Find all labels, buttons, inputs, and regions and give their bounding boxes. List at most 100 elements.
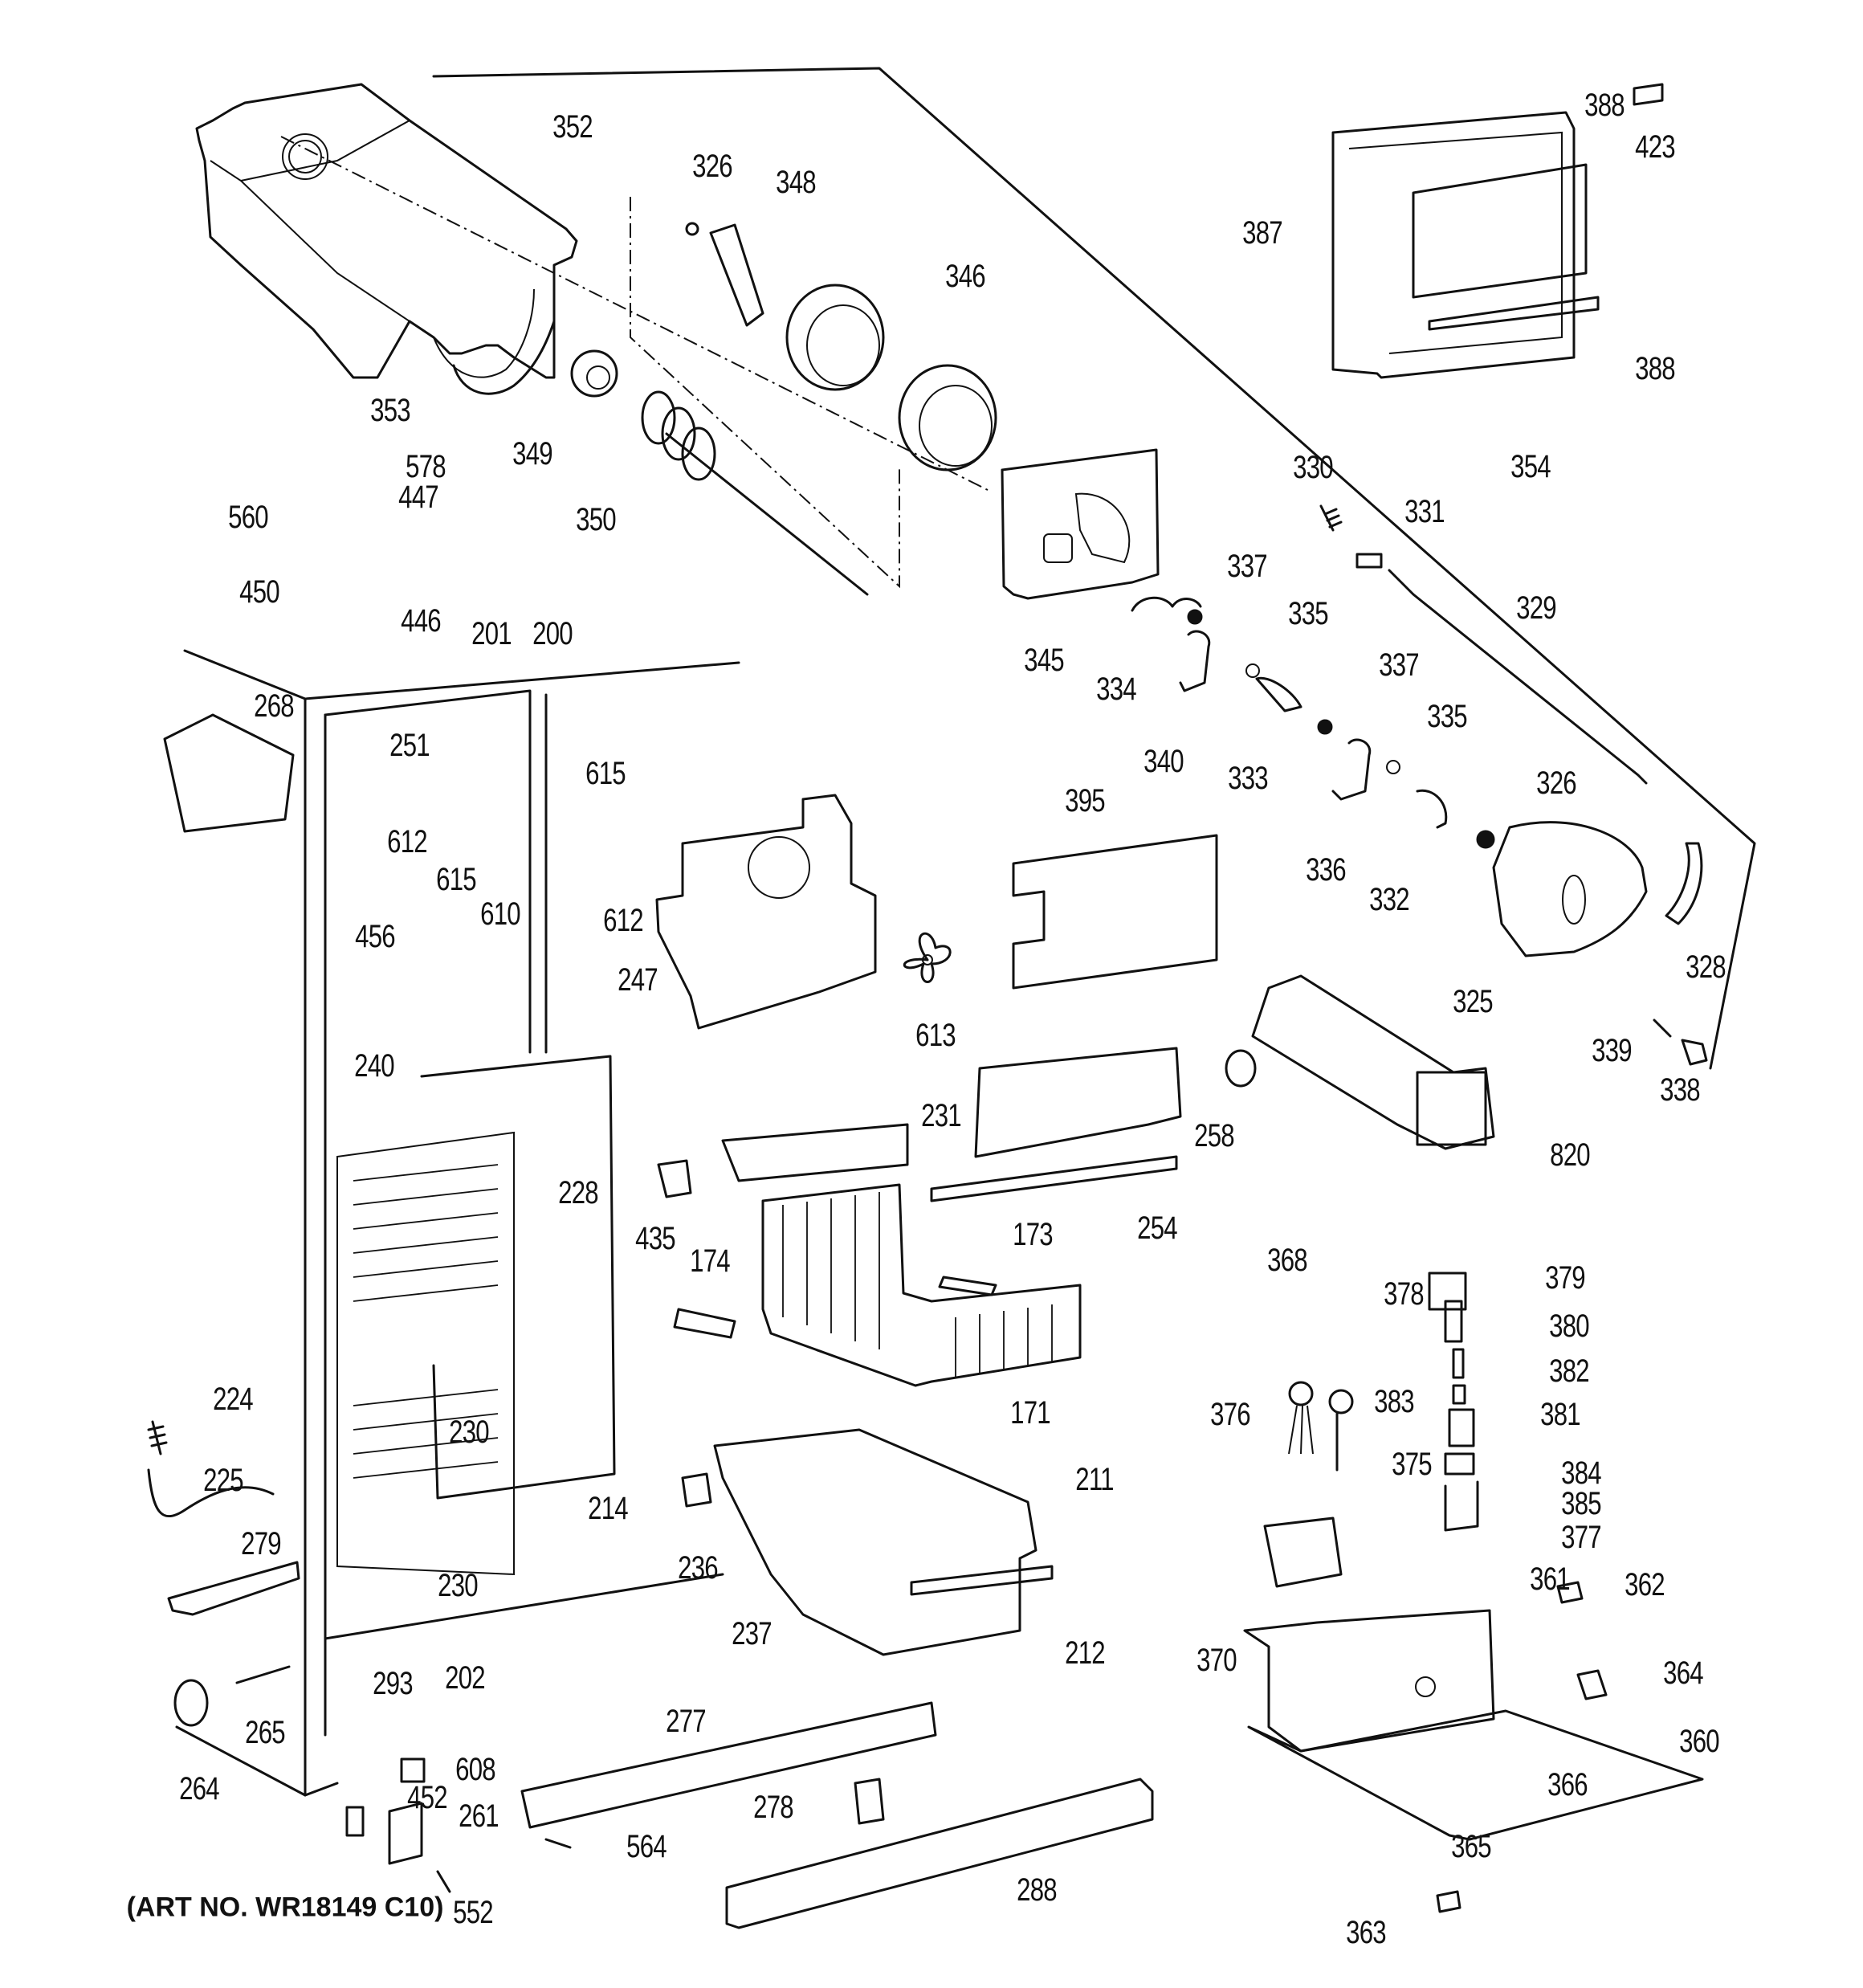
part-label-258[interactable]: 258 <box>1194 1118 1235 1153</box>
part-label-612[interactable]: 612 <box>603 903 644 938</box>
part-label-615[interactable]: 615 <box>436 862 477 897</box>
part-label-331[interactable]: 331 <box>1404 494 1445 529</box>
part-label-376[interactable]: 376 <box>1210 1397 1251 1432</box>
part-label-251[interactable]: 251 <box>389 728 430 763</box>
part-label-447[interactable]: 447 <box>398 480 439 515</box>
part-label-240[interactable]: 240 <box>354 1048 395 1084</box>
part-label-201[interactable]: 201 <box>471 616 512 651</box>
part-label-202[interactable]: 202 <box>445 1660 486 1696</box>
part-label-278[interactable]: 278 <box>753 1790 794 1825</box>
part-label-352[interactable]: 352 <box>552 109 593 145</box>
part-label-247[interactable]: 247 <box>618 962 658 998</box>
part-label-228[interactable]: 228 <box>558 1175 599 1210</box>
part-label-380[interactable]: 380 <box>1549 1308 1590 1344</box>
part-label-362[interactable]: 362 <box>1625 1567 1665 1602</box>
part-label-171[interactable]: 171 <box>1010 1395 1051 1431</box>
part-label-384[interactable]: 384 <box>1561 1455 1602 1491</box>
part-label-345[interactable]: 345 <box>1024 643 1065 678</box>
part-label-224[interactable]: 224 <box>213 1382 254 1417</box>
part-label-254[interactable]: 254 <box>1137 1210 1178 1246</box>
part-label-261[interactable]: 261 <box>459 1798 499 1834</box>
part-label-340[interactable]: 340 <box>1143 744 1184 779</box>
part-label-335[interactable]: 335 <box>1288 596 1329 631</box>
part-label-230[interactable]: 230 <box>438 1568 479 1603</box>
part-label-381[interactable]: 381 <box>1540 1397 1581 1432</box>
part-label-336[interactable]: 336 <box>1306 852 1347 888</box>
part-label-200[interactable]: 200 <box>532 616 573 651</box>
part-label-375[interactable]: 375 <box>1392 1447 1433 1482</box>
part-label-334[interactable]: 334 <box>1096 672 1137 707</box>
part-label-279[interactable]: 279 <box>241 1526 282 1561</box>
part-label-435[interactable]: 435 <box>635 1221 676 1256</box>
part-label-325[interactable]: 325 <box>1453 984 1494 1019</box>
part-label-382[interactable]: 382 <box>1549 1353 1590 1389</box>
part-label-560[interactable]: 560 <box>228 500 269 535</box>
part-label-339[interactable]: 339 <box>1592 1033 1633 1068</box>
part-label-326[interactable]: 326 <box>692 149 733 184</box>
part-label-348[interactable]: 348 <box>776 165 817 200</box>
part-label-383[interactable]: 383 <box>1374 1384 1415 1419</box>
part-label-330[interactable]: 330 <box>1293 450 1334 485</box>
part-label-564[interactable]: 564 <box>626 1829 667 1864</box>
part-label-377[interactable]: 377 <box>1561 1520 1602 1555</box>
part-label-423[interactable]: 423 <box>1635 129 1676 165</box>
part-label-337[interactable]: 337 <box>1227 549 1268 584</box>
part-label-615[interactable]: 615 <box>585 756 626 791</box>
part-label-354[interactable]: 354 <box>1510 449 1551 484</box>
part-label-337[interactable]: 337 <box>1379 647 1420 683</box>
part-label-288[interactable]: 288 <box>1017 1872 1058 1908</box>
part-label-370[interactable]: 370 <box>1196 1643 1237 1678</box>
part-label-277[interactable]: 277 <box>666 1704 707 1739</box>
part-label-338[interactable]: 338 <box>1660 1072 1701 1108</box>
part-label-613[interactable]: 613 <box>915 1018 956 1053</box>
part-label-368[interactable]: 368 <box>1267 1243 1308 1278</box>
part-label-385[interactable]: 385 <box>1561 1486 1602 1521</box>
part-label-610[interactable]: 610 <box>480 896 521 932</box>
part-label-265[interactable]: 265 <box>245 1715 286 1750</box>
part-label-360[interactable]: 360 <box>1679 1724 1720 1759</box>
part-label-363[interactable]: 363 <box>1346 1915 1387 1950</box>
part-label-820[interactable]: 820 <box>1550 1137 1591 1173</box>
part-label-328[interactable]: 328 <box>1686 949 1726 985</box>
part-label-231[interactable]: 231 <box>921 1098 962 1133</box>
part-label-236[interactable]: 236 <box>678 1550 719 1586</box>
part-label-446[interactable]: 446 <box>401 603 442 639</box>
part-label-450[interactable]: 450 <box>239 574 280 610</box>
part-label-211[interactable]: 211 <box>1075 1462 1114 1497</box>
part-label-225[interactable]: 225 <box>203 1463 244 1498</box>
part-label-552[interactable]: 552 <box>453 1895 494 1930</box>
part-label-174[interactable]: 174 <box>690 1243 731 1279</box>
part-label-456[interactable]: 456 <box>355 919 396 954</box>
part-label-173[interactable]: 173 <box>1013 1217 1054 1252</box>
part-label-350[interactable]: 350 <box>576 502 617 537</box>
part-label-452[interactable]: 452 <box>407 1780 448 1815</box>
part-label-612[interactable]: 612 <box>387 824 428 859</box>
part-label-379[interactable]: 379 <box>1545 1260 1586 1296</box>
part-label-326[interactable]: 326 <box>1536 765 1577 801</box>
part-label-365[interactable]: 365 <box>1451 1829 1492 1864</box>
part-label-333[interactable]: 333 <box>1228 761 1269 796</box>
part-label-387[interactable]: 387 <box>1242 215 1283 251</box>
part-label-395[interactable]: 395 <box>1065 783 1106 818</box>
part-label-332[interactable]: 332 <box>1369 882 1410 917</box>
part-label-212[interactable]: 212 <box>1065 1635 1106 1671</box>
part-label-335[interactable]: 335 <box>1427 699 1468 734</box>
part-label-329[interactable]: 329 <box>1516 590 1557 626</box>
part-label-364[interactable]: 364 <box>1663 1655 1704 1691</box>
part-label-214[interactable]: 214 <box>588 1491 629 1526</box>
part-label-264[interactable]: 264 <box>179 1771 220 1806</box>
part-label-349[interactable]: 349 <box>512 436 553 471</box>
part-label-230[interactable]: 230 <box>449 1414 490 1450</box>
part-label-366[interactable]: 366 <box>1547 1767 1588 1802</box>
part-label-578[interactable]: 578 <box>406 449 446 484</box>
part-label-293[interactable]: 293 <box>373 1666 414 1701</box>
part-label-361[interactable]: 361 <box>1530 1561 1571 1597</box>
part-label-608[interactable]: 608 <box>455 1752 496 1787</box>
part-label-388[interactable]: 388 <box>1584 88 1625 123</box>
part-label-237[interactable]: 237 <box>732 1616 773 1651</box>
part-label-353[interactable]: 353 <box>370 393 411 428</box>
part-label-346[interactable]: 346 <box>945 259 986 294</box>
part-label-268[interactable]: 268 <box>254 688 295 724</box>
part-label-388[interactable]: 388 <box>1635 351 1676 386</box>
part-label-378[interactable]: 378 <box>1384 1276 1425 1312</box>
